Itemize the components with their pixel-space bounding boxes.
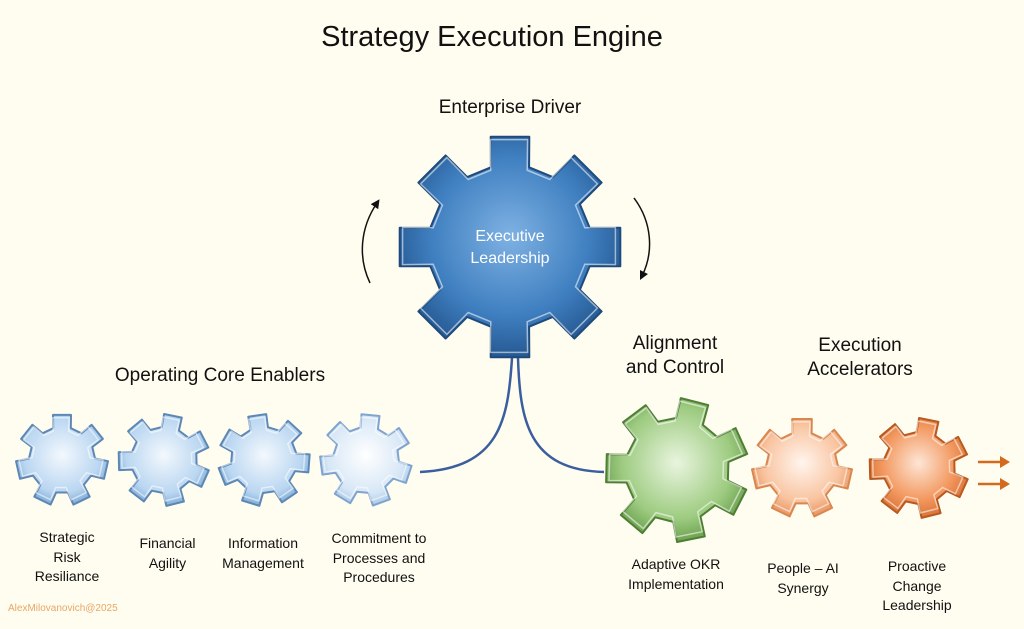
section-operating-core: Operating Core Enablers [114, 365, 326, 386]
gear-information-management [217, 413, 311, 507]
gear-information-management-highlight [220, 416, 306, 502]
rotation-arrow-left [361, 199, 380, 284]
connector-right [516, 357, 605, 474]
gear-label-information-management: Information Management [222, 535, 304, 571]
gear-label-adaptive-okr: Adaptive OKR Implementation [628, 556, 724, 592]
rotation-arrow-right [633, 197, 651, 281]
section-alignment-control: Alignment and Control [625, 333, 725, 378]
watermark: AlexMilovanovich@2025 [8, 603, 118, 614]
gear-label-executive-leadership: Executive Leadership [470, 228, 550, 268]
gear-proactive-change-highlight [871, 420, 964, 514]
section-enterprise-driver: Enterprise Driver [438, 97, 582, 118]
connector-left [419, 357, 514, 474]
page-title: Strategy Execution Engine [321, 21, 663, 53]
section-execution-accelerators: Execution Accelerators [807, 335, 913, 380]
gear-people-ai-highlight [754, 421, 848, 513]
gear-financial-agility-highlight [120, 416, 205, 502]
gear-label-people-ai: People – AI Synergy [767, 560, 839, 596]
gear-label-commitment: Commitment to Processes and Procedures [331, 530, 427, 586]
gear-strategic-risk [15, 413, 109, 506]
gear-adaptive-okr-highlight [608, 400, 744, 538]
gear-adaptive-okr [605, 397, 749, 543]
gear-label-proactive-change: Proactive Change Leadership [882, 558, 952, 614]
gear-commitment-highlight [322, 416, 408, 502]
gear-people-ai [751, 418, 853, 518]
gear-label-financial-agility: Financial Agility [139, 535, 196, 571]
gear-commitment [319, 413, 413, 507]
gear-executive-leadership-highlight [401, 138, 617, 354]
gear-strategic-risk-highlight [18, 417, 104, 501]
gear-label-strategic-risk: Strategic Risk Resiliance [34, 529, 100, 585]
